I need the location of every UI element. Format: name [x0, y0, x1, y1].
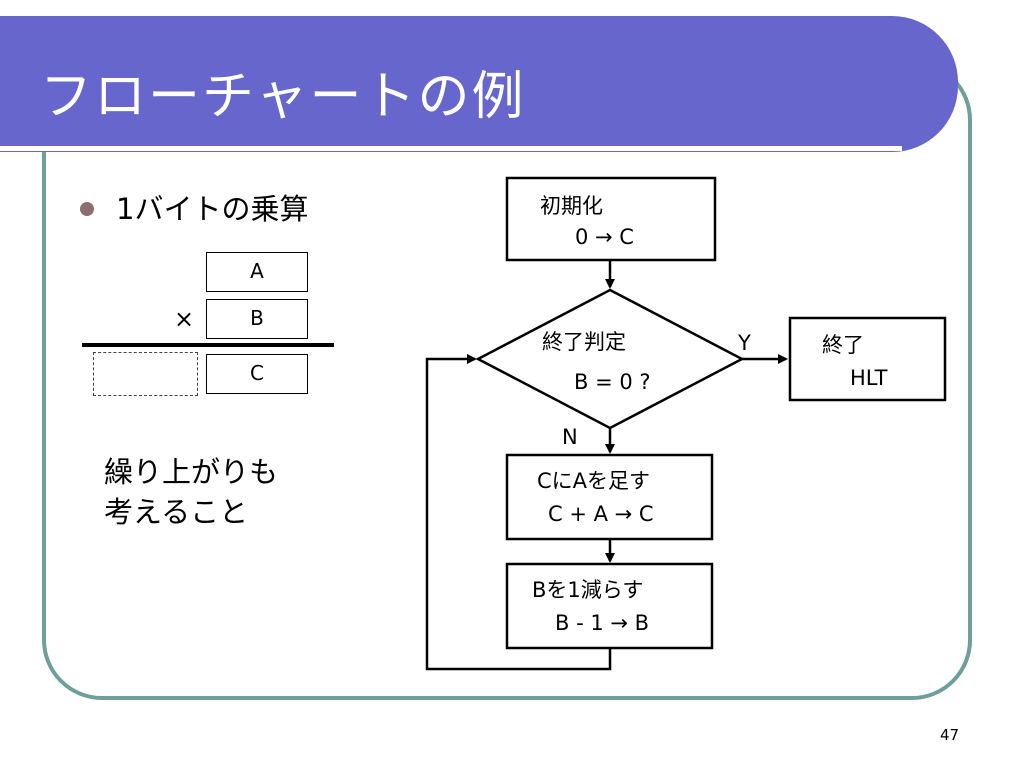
- carry-dashed-box: [93, 352, 198, 396]
- end-instruction: HLT: [850, 366, 888, 390]
- decrement-label: Bを1減らす: [532, 578, 643, 602]
- title-bar: フローチャートの例: [0, 16, 958, 152]
- decrement-expression: B - 1 → B: [555, 611, 649, 635]
- register-c-box: C: [206, 354, 308, 394]
- decrement-box: [505, 562, 714, 650]
- loop-back-arrow: [425, 354, 612, 671]
- bullet-text: 1バイトの乗算: [116, 192, 309, 226]
- decision-diamond: [475, 288, 745, 430]
- carry-note: 繰り上がりも 考えること: [104, 452, 278, 532]
- page-number: 47: [940, 726, 960, 744]
- multiply-operator: ×: [174, 305, 195, 333]
- end-label: 終了: [822, 333, 864, 357]
- register-b-box: B: [206, 299, 308, 339]
- add-label: CにAを足す: [537, 469, 650, 493]
- sum-rule-line: [82, 343, 334, 347]
- add-expression: C + A → C: [548, 502, 654, 526]
- register-a-box: A: [206, 252, 308, 292]
- init-label: 初期化: [540, 194, 603, 218]
- decision-label: 終了判定: [542, 330, 626, 354]
- decision-condition: B = 0 ?: [574, 370, 651, 394]
- slide-title: フローチャートの例: [40, 67, 526, 127]
- carry-note-line-2: 考えること: [104, 495, 249, 529]
- bullet-dot-icon: [80, 202, 94, 216]
- yes-label: Y: [737, 331, 751, 355]
- init-box: [505, 176, 717, 262]
- carry-note-line-1: 繰り上がりも: [104, 455, 279, 489]
- add-box: [505, 453, 714, 541]
- end-box: [788, 316, 947, 402]
- title-underline: [0, 146, 902, 151]
- init-expression: 0 → C: [575, 225, 634, 249]
- no-label: N: [562, 425, 578, 449]
